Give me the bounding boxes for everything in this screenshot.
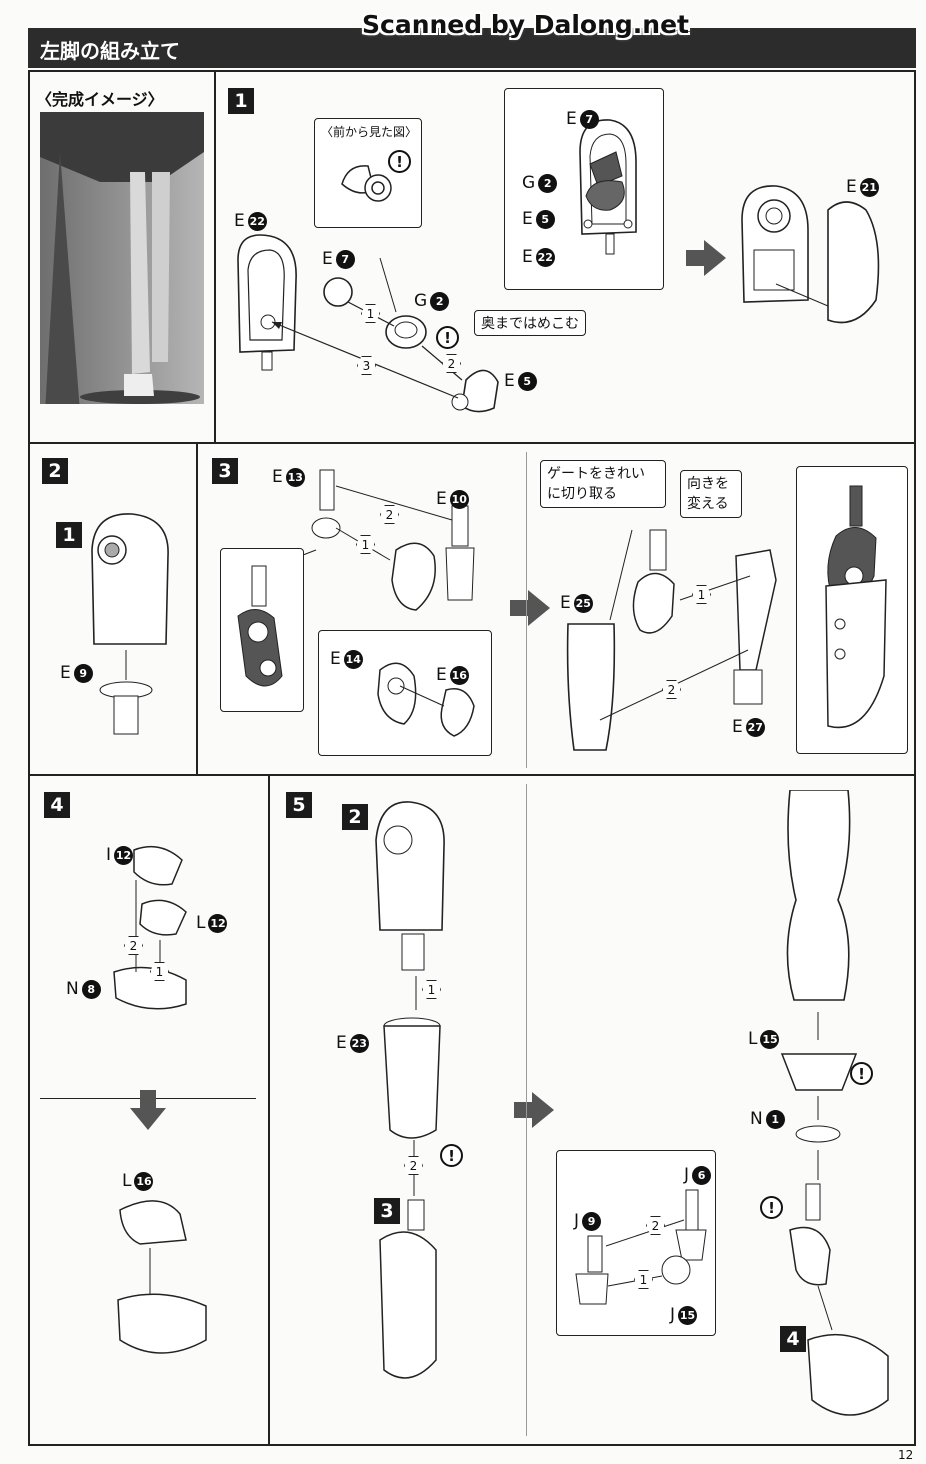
section-title: 左脚の組み立て xyxy=(40,39,180,63)
turn-direction-note: 向きを 変える xyxy=(680,470,742,518)
gate-trim-note: ゲートをきれい に切り取る xyxy=(540,460,666,508)
completed-figure-image xyxy=(40,112,204,404)
reference-step-number: 3 xyxy=(374,1198,400,1224)
next-arrow-icon xyxy=(510,590,550,626)
step-number: 2 xyxy=(42,458,68,484)
gate-note-line-1: ゲートをきれい xyxy=(547,466,645,482)
warning-icon: ! xyxy=(850,1062,873,1085)
step1-result-drawing xyxy=(741,185,880,324)
panel-divider xyxy=(214,70,216,444)
step1-main-drawing xyxy=(237,234,499,413)
sequence-marker: 1 xyxy=(634,1270,653,1289)
warning-icon: ! xyxy=(388,150,411,173)
turn-note-line-1: 向きを xyxy=(687,476,729,492)
reference-step-number: 1 xyxy=(56,522,82,548)
step3-detail-a-drawing xyxy=(237,565,283,687)
sequence-marker: 1 xyxy=(422,980,441,999)
sequence-marker: 2 xyxy=(124,936,143,955)
step3-detail-b-drawing xyxy=(377,662,475,737)
next-arrow-icon xyxy=(686,240,726,276)
watermark: Scanned by Dalong.net xyxy=(362,10,690,39)
step5-left-drawing xyxy=(375,801,445,1379)
sequence-marker: 1 xyxy=(692,585,711,604)
warning-icon: ! xyxy=(436,326,459,349)
down-arrow-icon xyxy=(130,1090,166,1130)
step-number: 4 xyxy=(44,792,70,818)
press-in-note: 奥まではめこむ xyxy=(474,310,586,336)
next-arrow-icon xyxy=(514,1092,554,1128)
page-number: 12 xyxy=(898,1448,914,1462)
panel-divider xyxy=(526,784,527,1436)
sequence-marker: 2 xyxy=(662,680,681,699)
gate-note-line-2: に切り取る xyxy=(547,486,617,502)
front-view-part-drawing xyxy=(341,165,392,202)
panel-divider xyxy=(196,442,198,776)
step5-right-drawing xyxy=(780,790,889,1416)
step5-detail-drawing xyxy=(575,1189,707,1305)
step3-left-drawing xyxy=(289,469,475,611)
step4-bottom-drawing xyxy=(117,1200,207,1354)
step4-top-drawing xyxy=(113,845,187,1010)
front-view-label: 〈前から見た図〉 xyxy=(321,125,418,139)
sequence-marker: 1 xyxy=(356,535,375,554)
sequence-marker: 2 xyxy=(646,1216,665,1235)
sequence-marker: 2 xyxy=(442,354,461,373)
reference-step-number: 2 xyxy=(342,804,368,830)
sequence-marker: 1 xyxy=(361,304,380,323)
turn-note-line-2: 変える xyxy=(687,496,729,512)
step-number: 5 xyxy=(286,792,312,818)
sequence-marker: 2 xyxy=(404,1156,423,1175)
panel-divider xyxy=(526,452,527,768)
step-4-5-panel xyxy=(28,774,916,1446)
sequence-marker: 1 xyxy=(150,962,169,981)
section-header-bar xyxy=(28,28,916,68)
reference-step-number: 4 xyxy=(780,1326,806,1352)
panel-divider xyxy=(268,774,270,1446)
step3-result-drawing xyxy=(825,485,887,729)
step-number: 3 xyxy=(212,458,238,484)
warning-icon: ! xyxy=(760,1196,783,1219)
warning-icon: ! xyxy=(440,1144,463,1167)
sequence-marker: 2 xyxy=(380,505,399,524)
step-number: 1 xyxy=(228,88,254,114)
sequence-marker: 3 xyxy=(357,356,376,375)
step2-drawing xyxy=(91,513,169,735)
step1-detail-drawing xyxy=(579,119,637,255)
preview-title: 〈完成イメージ〉 xyxy=(36,90,164,109)
